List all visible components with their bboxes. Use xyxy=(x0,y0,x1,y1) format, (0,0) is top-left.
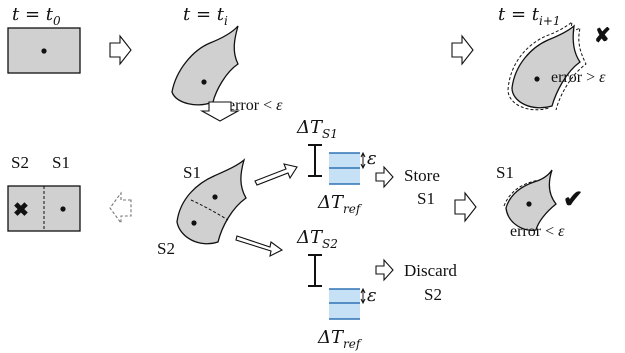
arrow-right-1 xyxy=(109,34,132,66)
arrow-down xyxy=(199,101,241,122)
label-dts2: ΔTS2 xyxy=(296,227,338,251)
arrow-discard xyxy=(375,258,394,282)
label-dts1: ΔTS1 xyxy=(296,117,338,141)
label-ti1: t = ti+1 xyxy=(498,4,561,28)
deformed-element-ti xyxy=(171,25,239,106)
error-final: error < ε xyxy=(510,223,565,240)
ref-band-s2 xyxy=(329,287,366,320)
final-element xyxy=(503,169,557,231)
label-s1-rect: S1 xyxy=(52,153,70,172)
ref-band-s1 xyxy=(329,151,366,185)
initial-rectangle xyxy=(7,27,81,74)
store-label: Store xyxy=(404,166,440,185)
deformed-element-ti1 xyxy=(507,20,587,111)
arrow-right-final xyxy=(454,191,477,223)
label-dtref-1: ΔTref xyxy=(317,192,363,216)
label-ti: t = ti xyxy=(183,4,228,28)
arrow-right-2 xyxy=(451,34,474,66)
store-target: S1 xyxy=(417,189,435,208)
accept-mark: ✔ xyxy=(563,187,583,213)
split-element xyxy=(176,158,247,245)
label-s1-blob: S1 xyxy=(183,163,201,182)
arrow-diagonal-down xyxy=(235,235,284,257)
label-dtref-2: ΔTref xyxy=(317,327,363,351)
label-s1-final: S1 xyxy=(496,163,514,182)
ts2-bar xyxy=(308,254,322,287)
arrow-left-dashed xyxy=(109,191,132,225)
reject-mark: ✘ xyxy=(594,25,611,47)
discard-label: Discard xyxy=(404,261,457,280)
error-ti1: error > ε xyxy=(551,69,606,86)
label-s2-rect: S2 xyxy=(11,153,29,172)
arrow-store xyxy=(375,165,394,189)
eps-s2: ε xyxy=(367,285,377,306)
eps-s1: ε xyxy=(367,148,377,169)
error-ti: error < ε xyxy=(228,97,283,114)
label-t0: t = t0 xyxy=(12,4,61,28)
discard-target: S2 xyxy=(424,285,442,304)
arrow-diagonal-up xyxy=(254,163,298,186)
ts1-bar xyxy=(308,144,322,177)
label-s2-blob: S2 xyxy=(157,239,175,258)
cross-mark: ✖ xyxy=(13,200,29,221)
split-rectangle xyxy=(7,185,81,232)
